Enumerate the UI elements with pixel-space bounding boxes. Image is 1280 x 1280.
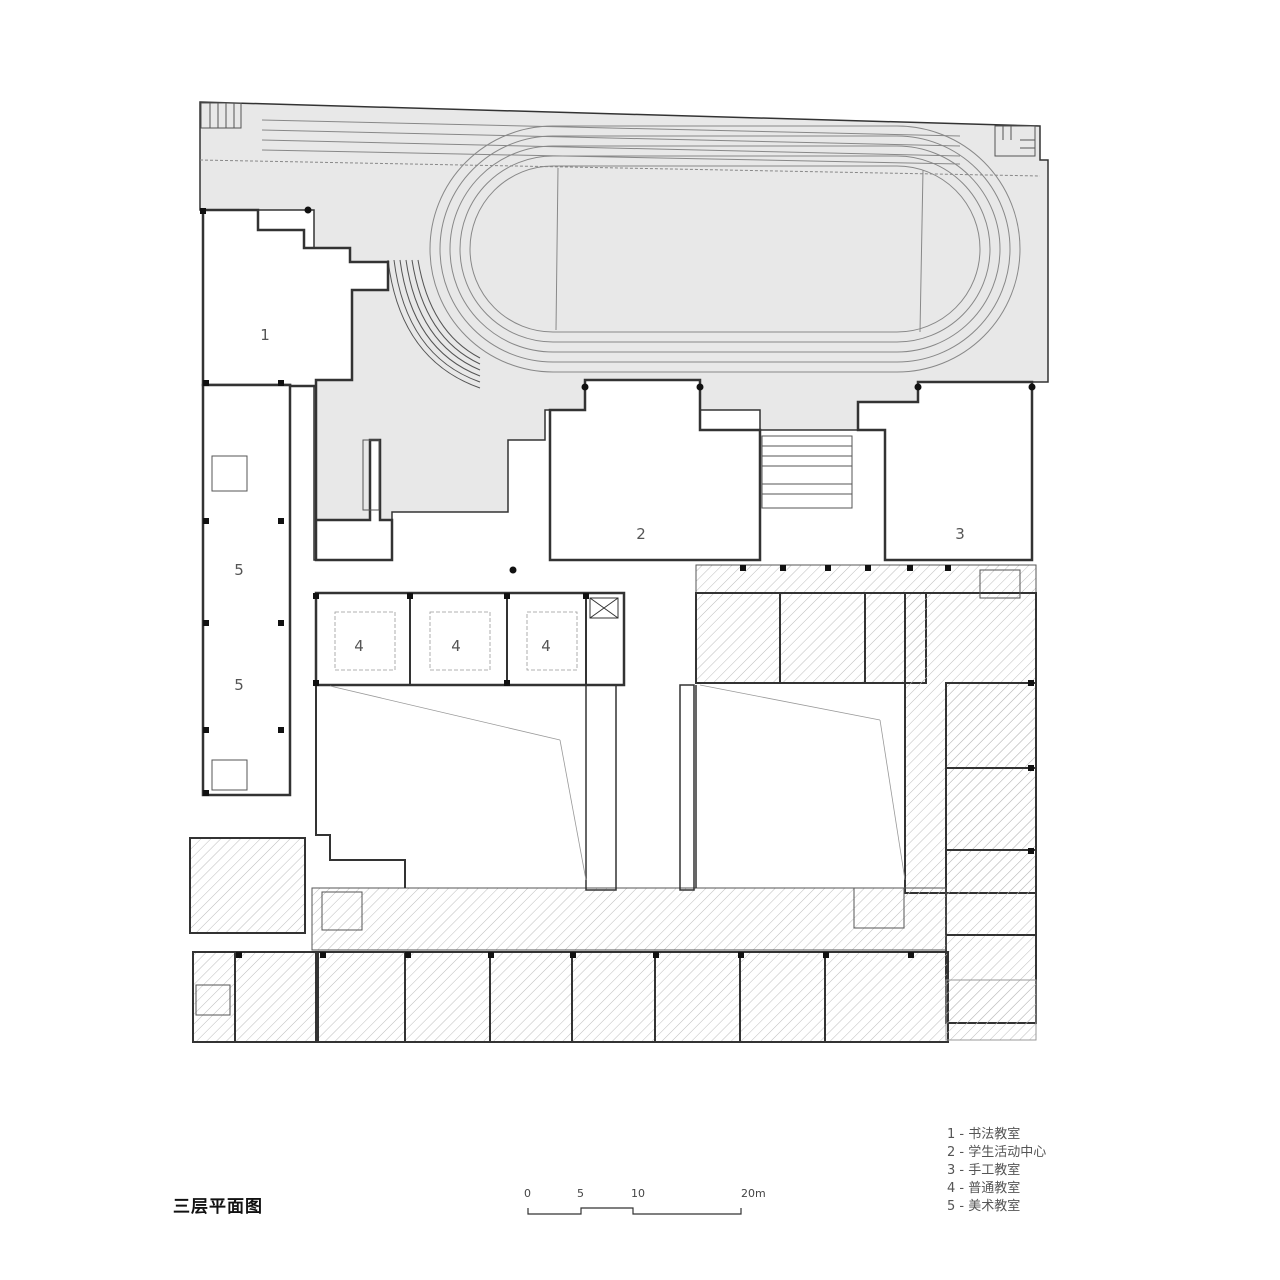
room-labels: 1 2 3 4 4 4 5 5 [234,326,965,694]
scale-tick-0: 0 [524,1187,531,1200]
room-label-5a: 5 [234,561,244,579]
legend-item: 2 - 学生活动中心 [947,1145,1047,1160]
room-label-4a: 4 [354,637,364,655]
scale-bar [527,1207,742,1215]
legend-item: 1 - 书法教室 [947,1127,1021,1142]
drawing-title: 三层平面图 [173,1197,263,1217]
scale-tick-10: 10 [631,1187,645,1200]
general-classrooms-row [314,591,626,687]
stairs [195,435,1021,1016]
legend-item: 3 - 手工教室 [947,1163,1021,1178]
classroom-partitions [234,593,1036,1042]
room-label-1: 1 [260,326,270,344]
room-legend: 1 - 书法教室 2 - 学生活动中心 3 - 手工教室 4 - 普通教室 5 … [947,1126,1046,1216]
running-track [199,119,1041,373]
deck-stairs [200,102,1036,157]
legend-item: 4 - 普通教室 [947,1181,1021,1196]
scale-tick-5: 5 [577,1187,584,1200]
scale-tick-20: 20m [741,1187,766,1200]
structural-columns [200,206,1036,958]
room-label-3: 3 [955,525,965,543]
room-label-4c: 4 [541,637,551,655]
legend-item: 5 - 美术教室 [947,1199,1021,1214]
room-label-4b: 4 [451,637,461,655]
building-walls [201,208,1034,797]
room-label-2: 2 [636,525,646,543]
amphitheatre-steps [387,259,481,389]
room-label-5b: 5 [234,676,244,694]
courtyard-bridges [315,684,906,891]
hatched-classroom-ring [189,564,1037,1043]
